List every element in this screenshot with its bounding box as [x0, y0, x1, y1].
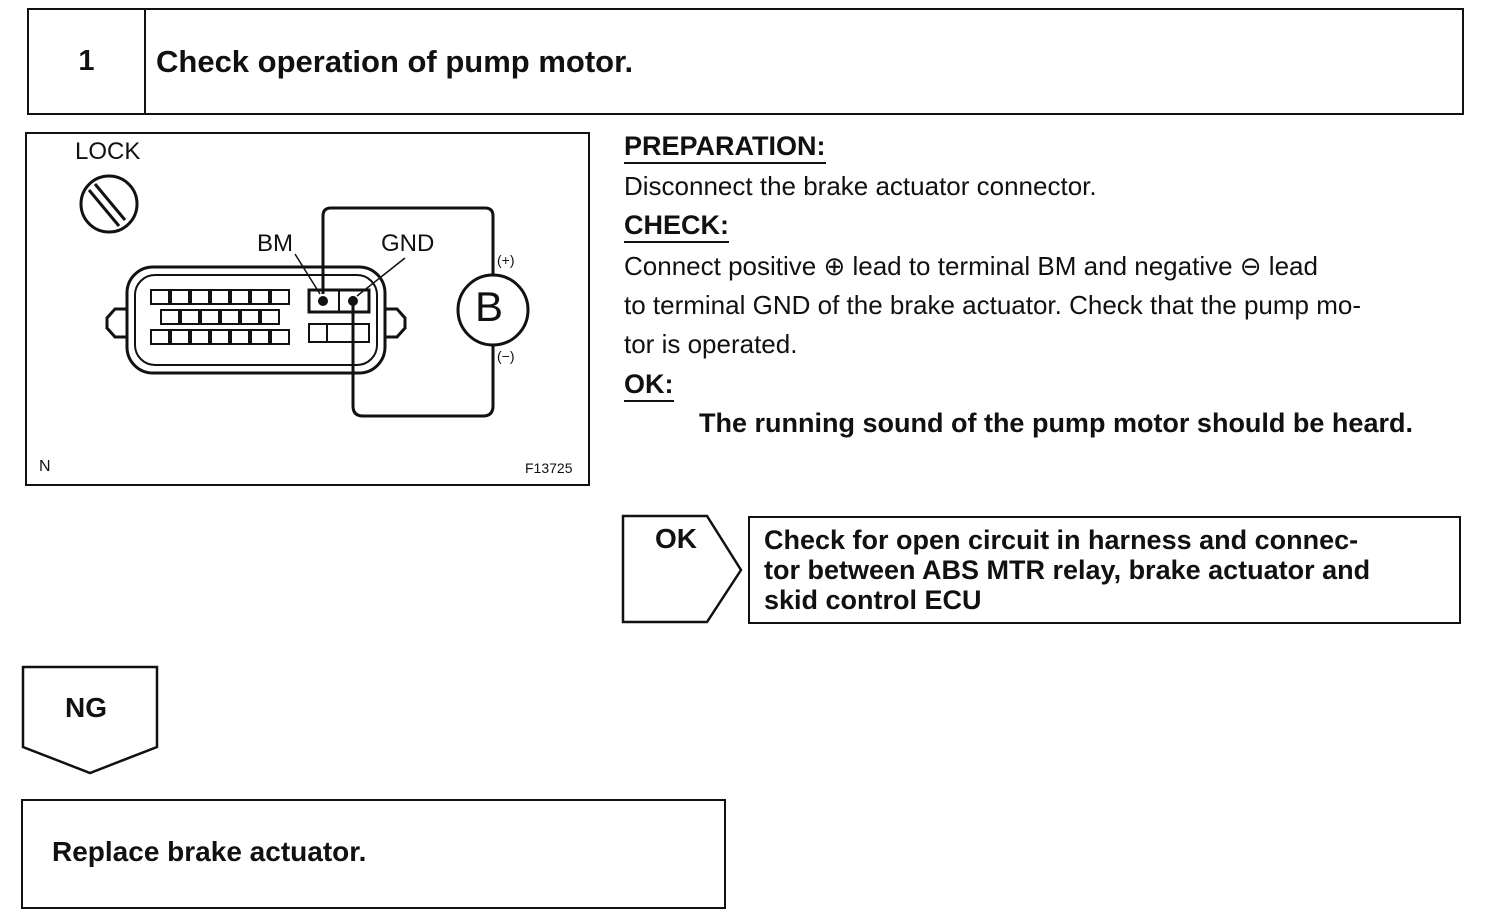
preparation-text: Disconnect the brake actuator connector. [624, 171, 1097, 201]
check-text-line1: Connect positive ⊕ lead to terminal BM a… [624, 251, 1318, 281]
check-text-line2: to terminal GND of the brake actuator. C… [624, 290, 1362, 320]
connector-icon [105, 265, 407, 375]
figure-id: F13725 [525, 460, 573, 476]
terminal-gnd-label: GND [381, 230, 435, 257]
terminal-bm-label: BM [257, 230, 293, 257]
check-text-line3: tor is operated. [624, 329, 798, 359]
negative-terminal-label: (−) [497, 348, 515, 364]
ok-action-line: Check for open circuit in harness and co… [764, 525, 1359, 555]
ng-branch-label: NG [65, 692, 107, 723]
ng-action-box: Replace brake actuator. [21, 799, 726, 909]
positive-terminal-label: (+) [497, 252, 515, 268]
positive-wire [321, 206, 495, 294]
ok-label: OK: [624, 368, 674, 402]
lock-label: LOCK [75, 138, 141, 165]
step-title: Check operation of pump motor. [156, 44, 634, 79]
battery-icon [456, 273, 530, 347]
preparation-label: PREPARATION: [624, 130, 826, 164]
step-number: 1 [29, 10, 146, 113]
lock-icon [79, 174, 139, 234]
check-label: CHECK: [624, 209, 729, 243]
ok-arrow-icon [621, 514, 743, 624]
wiring-diagram: LOCK BM GND B (+) (−) N F13725 [25, 132, 590, 486]
step-header: 1 Check operation of pump motor. [27, 8, 1464, 115]
view-label: N [39, 458, 51, 475]
battery-label: B [475, 283, 504, 330]
ok-result-text: The running sound of the pump motor shou… [699, 408, 1413, 438]
ok-action-text: Check for open circuit in harness and co… [764, 525, 1447, 615]
diagram-drawing [79, 174, 530, 418]
ok-action-line: skid control ECU [764, 585, 982, 615]
ng-action-text: Replace brake actuator. [52, 836, 367, 867]
ng-arrow-icon [21, 665, 159, 775]
ok-action-line: tor between ABS MTR relay, brake actuato… [764, 555, 1371, 585]
ok-branch-label: OK [655, 523, 697, 554]
negative-wire [351, 296, 495, 418]
ok-action-box: Check for open circuit in harness and co… [748, 516, 1461, 624]
